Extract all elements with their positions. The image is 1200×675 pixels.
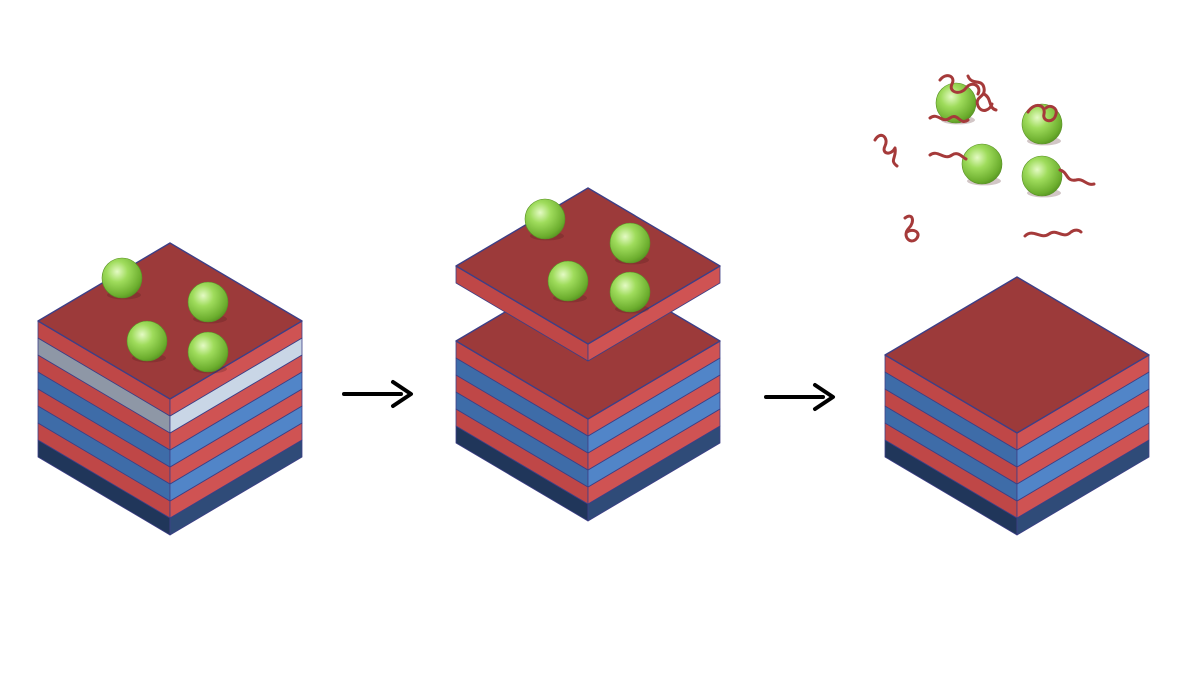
particle-sphere [101,257,143,299]
polymer-strand [873,133,899,168]
arrow-head [813,383,835,411]
particle-sphere [126,320,168,362]
particle [609,222,651,265]
particle-sphere [187,281,229,323]
layer-top-face [884,276,1150,434]
polymer-strand [1058,168,1096,186]
polymer-strand [903,214,920,243]
particle [101,257,143,300]
particle [961,143,1003,186]
particle [187,281,229,324]
particle [524,198,566,241]
polymer-strand [938,74,981,96]
polymer-strand [1026,104,1058,123]
particle [547,260,589,303]
particle-sphere [961,143,1003,185]
particle-sphere [609,271,651,313]
particle [187,331,229,374]
particle-sphere [609,222,651,264]
layer-red [884,276,1150,451]
arrow-right-icon [764,383,835,411]
polymer-strand [928,151,968,161]
layer-blue [37,371,303,468]
particle [609,271,651,314]
polymer-strand [982,92,998,112]
detached-top-layer [455,187,721,362]
stage-initial-stack [37,242,303,536]
particle [1021,155,1063,198]
particle-sphere [1021,155,1063,197]
stage-top-layer-detaching [455,187,721,522]
particle-sphere [524,198,566,240]
layer-red [455,374,721,471]
particle-sphere [547,260,589,302]
particle [126,320,168,363]
particle-sphere [187,331,229,373]
polymer-strand [966,74,994,112]
multilayer-stack [884,276,1150,536]
polymer-strand [1023,228,1083,238]
multilayer-stack [37,242,303,536]
arrow-right-icon [342,380,413,408]
polymer-strand [928,114,970,123]
particle [1021,103,1063,146]
stage-particles-released [873,74,1150,536]
particle-sphere [1021,103,1063,145]
layer-top-face [455,187,721,345]
arrow-head [391,380,413,408]
